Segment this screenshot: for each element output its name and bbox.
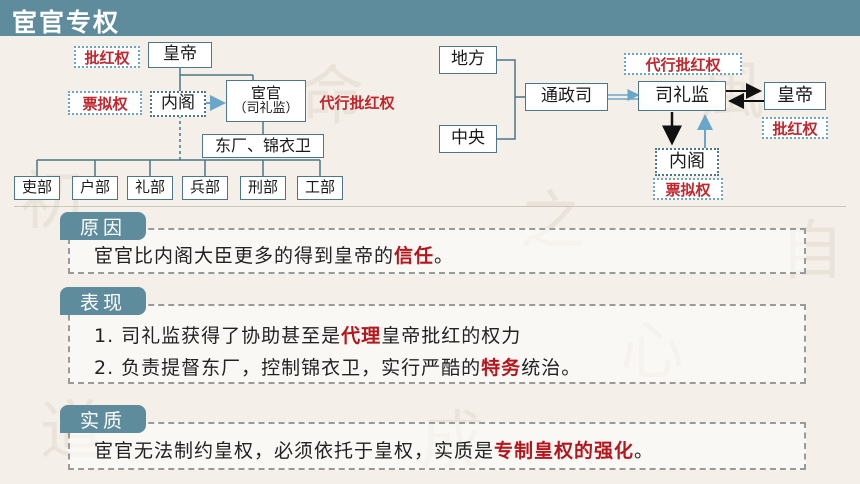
reason-panel: 宦官比内阁大臣更多的得到皇帝的信任。	[68, 228, 806, 274]
silijian-box: 司礼监	[638, 81, 726, 111]
essence-text: 宦官无法制约皇权，必须依托于皇权，实质是专制皇权的强化。	[94, 440, 655, 462]
ministry-box: 吏部	[14, 176, 60, 200]
reason-tag: 原因	[60, 212, 146, 240]
essence-panel: 宦官无法制约皇权，必须依托于皇权，实质是专制皇权的强化。	[68, 422, 806, 470]
piaoni-label-right: 票拟权	[653, 178, 723, 200]
ministry-box: 礼部	[127, 176, 173, 200]
difang-box: 地方	[439, 46, 497, 74]
performance-line-2: 2. 负责提督东厂，控制锦衣卫，实行严酷的特务统治。	[94, 357, 582, 379]
diagram-connectors	[36, 59, 764, 176]
ministry-box: 工部	[297, 176, 343, 200]
ministry-box: 户部	[72, 176, 118, 200]
page-title: 宦官专权	[12, 8, 121, 37]
performance-tag: 表现	[60, 287, 146, 315]
dongchang-box: 东厂、锦衣卫	[202, 134, 324, 158]
emperor-box: 皇帝	[148, 42, 212, 68]
eunuch-box: 宦官 （司礼监）	[226, 80, 306, 122]
essence-tag: 实质	[60, 405, 146, 433]
performance-line-1: 1. 司礼监获得了协助甚至是代理皇帝批红的权力	[94, 325, 522, 347]
emperor-box-right: 皇帝	[764, 82, 826, 110]
ministry-box: 刑部	[240, 176, 286, 200]
reason-text: 宦官比内阁大臣更多的得到皇帝的信任。	[94, 245, 455, 267]
daixing-label-right: 代行批红权	[624, 53, 742, 75]
pihong-label: 批红权	[74, 46, 140, 68]
pihong-label-right: 批红权	[762, 117, 828, 139]
title-bar: 宦官专权	[0, 0, 860, 37]
piaoni-label: 票拟权	[68, 91, 142, 115]
zhongyang-box: 中央	[439, 125, 497, 153]
divider	[14, 206, 846, 207]
performance-panel: 1. 司礼监获得了协助甚至是代理皇帝批红的权力 2. 负责提督东厂，控制锦衣卫，…	[68, 304, 806, 384]
ministry-box: 兵部	[182, 176, 228, 200]
tongzhengsi-box: 通政司	[525, 83, 608, 111]
neige-box: 内阁	[150, 91, 206, 117]
neige-box-right: 内阁	[655, 148, 719, 176]
daixing-label-left: 代行批红权	[319, 93, 395, 112]
